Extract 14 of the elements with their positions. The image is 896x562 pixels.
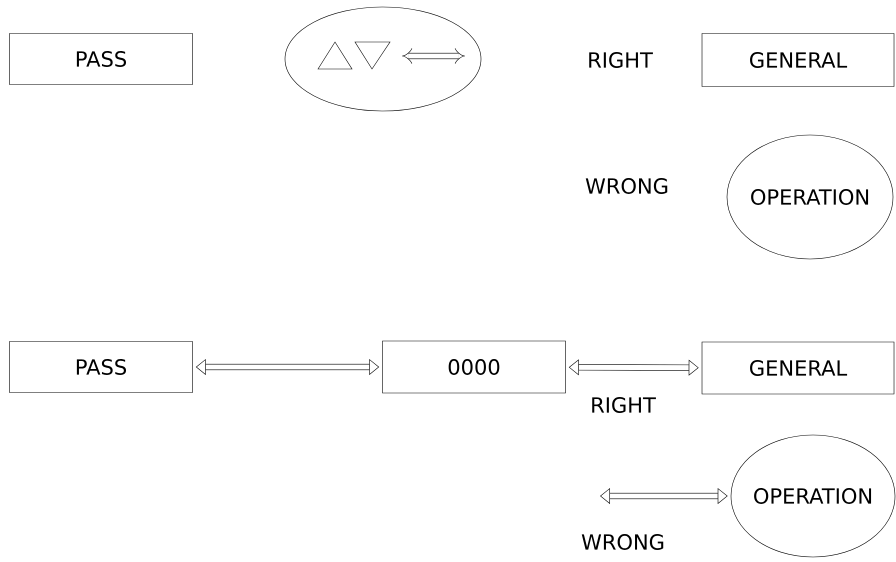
oval [284, 6, 482, 112]
status-label: WRONG [586, 178, 668, 194]
label-box: PASS [9, 33, 193, 85]
status-label: RIGHT [589, 52, 653, 68]
oval: OPERATION [726, 134, 894, 260]
edge-label: RIGHT [589, 396, 657, 414]
double-arrow [600, 488, 728, 504]
double-arrow [196, 358, 380, 376]
edge-label: WRONG [580, 533, 666, 551]
label-box: PASS [9, 341, 193, 393]
label-box: GENERAL [702, 33, 894, 87]
label-box: 0000 [382, 340, 566, 394]
oval: OPERATION [730, 434, 896, 558]
label-box: GENERAL [702, 342, 894, 394]
